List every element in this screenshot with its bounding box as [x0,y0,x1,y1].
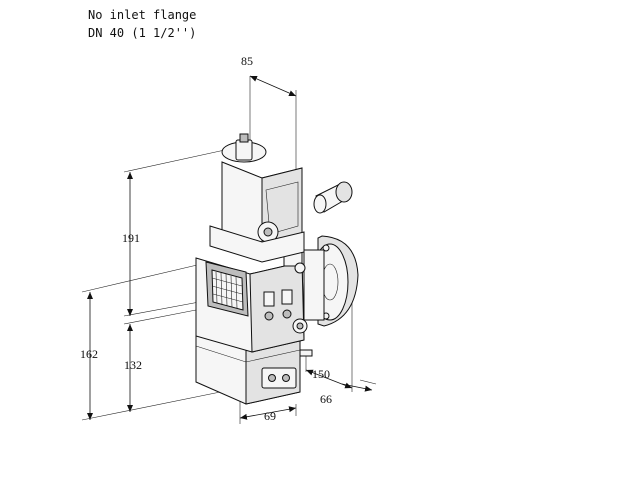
dimension-label-69: 69 [264,409,276,423]
dimension-label-162: 162 [80,347,98,361]
dimension-label-191: 191 [122,231,140,245]
dimension-label-66: 66 [320,392,332,406]
dimension-label-85: 85 [241,54,253,68]
caption-line-1: No inlet flange [88,8,197,22]
dimension-label-132: 132 [124,358,142,372]
dimension-label-150: 150 [312,367,330,381]
valve-illustration [195,133,359,405]
caption-line-2: DN 40 (1 1/2'') [88,26,197,40]
